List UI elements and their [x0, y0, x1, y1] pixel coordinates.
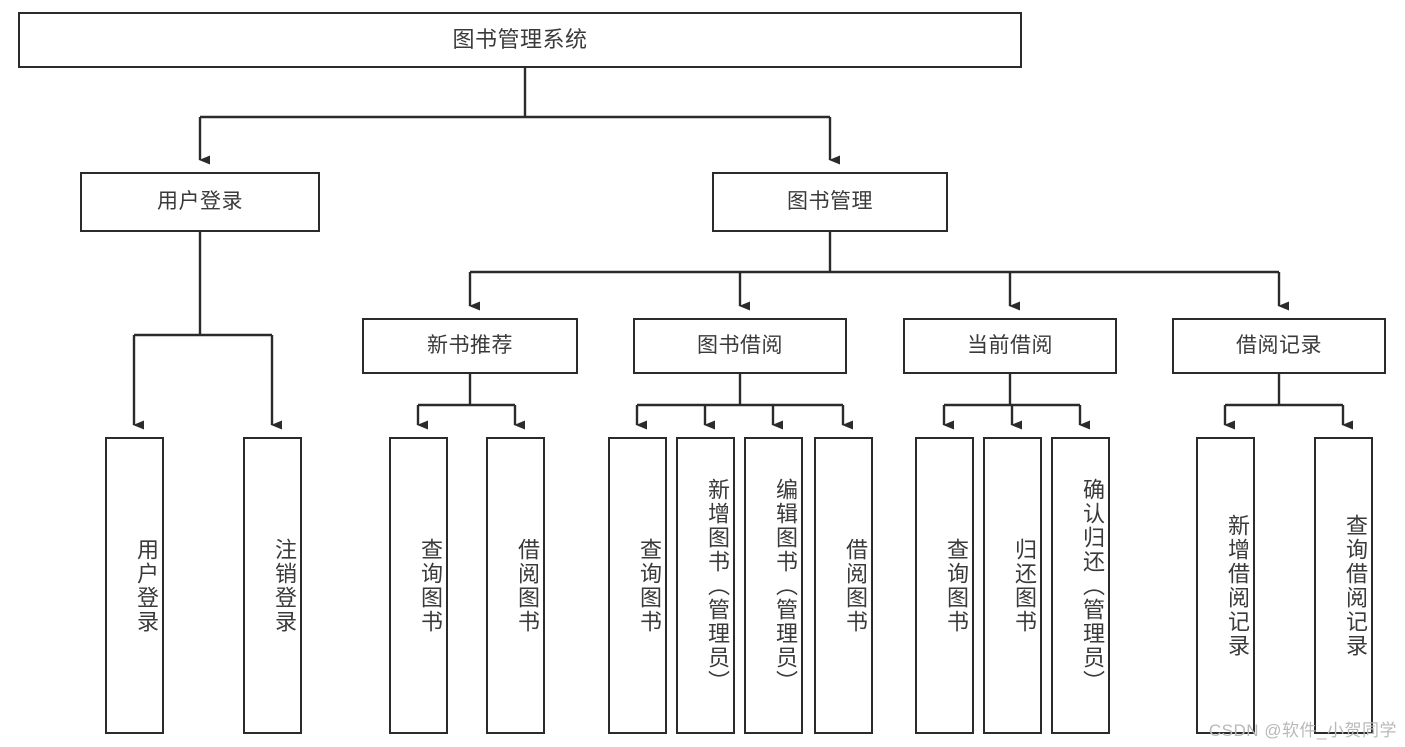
- node-current-borrow[interactable]: 当前借阅: [903, 318, 1117, 374]
- node-leaf-query-book-3[interactable]: 查询图书: [915, 437, 974, 734]
- node-leaf-edit-book[interactable]: 编辑图书（管理员）: [744, 437, 803, 734]
- node-book-borrow[interactable]: 图书借阅: [633, 318, 847, 374]
- node-root[interactable]: 图书管理系统: [18, 12, 1022, 68]
- node-user-login[interactable]: 用户登录: [80, 172, 320, 232]
- node-leaf-add-book[interactable]: 新增图书（管理员）: [676, 437, 735, 734]
- node-leaf-user-logout[interactable]: 注销登录: [243, 437, 302, 734]
- node-leaf-confirm-return[interactable]: 确认归还（管理员）: [1051, 437, 1110, 734]
- node-leaf-return-book[interactable]: 归还图书: [983, 437, 1042, 734]
- node-leaf-borrow-book-2[interactable]: 借阅图书: [814, 437, 873, 734]
- node-new-book-recommend[interactable]: 新书推荐: [362, 318, 578, 374]
- node-leaf-query-book-1[interactable]: 查询图书: [389, 437, 448, 734]
- node-book-manage[interactable]: 图书管理: [712, 172, 948, 232]
- node-leaf-user-login[interactable]: 用户登录: [105, 437, 164, 734]
- node-leaf-borrow-book-1[interactable]: 借阅图书: [486, 437, 545, 734]
- watermark-credit: CSDN @软件_小贺同学: [1208, 721, 1397, 740]
- node-leaf-add-record[interactable]: 新增借阅记录: [1196, 437, 1255, 734]
- node-leaf-query-record[interactable]: 查询借阅记录: [1314, 437, 1373, 734]
- node-leaf-query-book-2[interactable]: 查询图书: [608, 437, 667, 734]
- node-borrow-record[interactable]: 借阅记录: [1172, 318, 1386, 374]
